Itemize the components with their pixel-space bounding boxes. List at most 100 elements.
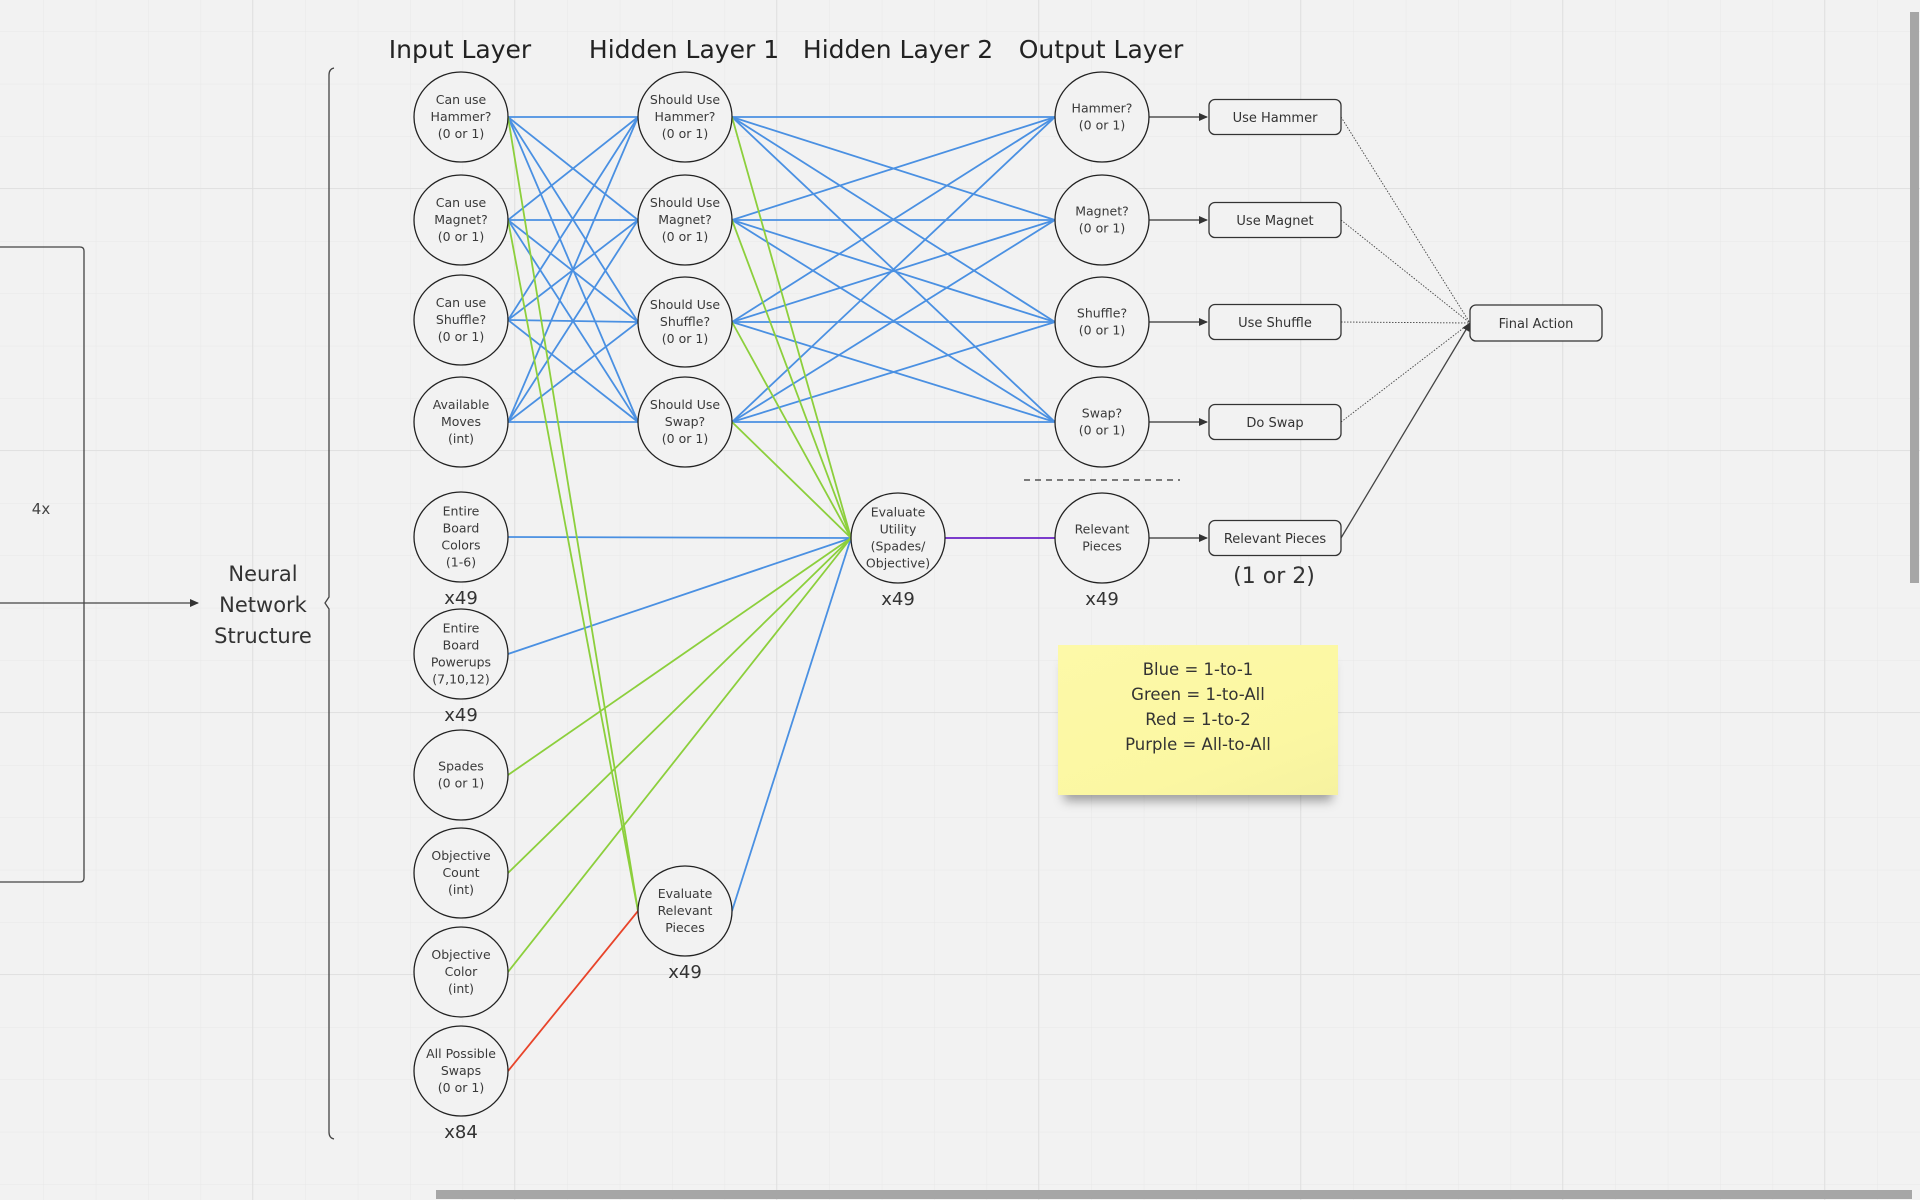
node-label-line: Objective <box>431 947 491 962</box>
edge-blue-h1_swap-to-out_magnet[interactable] <box>731 219 1056 423</box>
node-out_magnet[interactable]: Magnet?(0 or 1) <box>1054 174 1150 266</box>
edge-red-in_swaps-to-h1_relevant[interactable] <box>507 910 639 1072</box>
action-box-act_hammer[interactable]: Use Hammer <box>1208 98 1342 136</box>
action-box-label: Use Shuffle <box>1238 316 1312 331</box>
node-circle <box>413 274 509 366</box>
action-box-act_swap[interactable]: Do Swap <box>1208 403 1342 441</box>
action-box-act_shuffle[interactable]: Use Shuffle <box>1208 303 1342 341</box>
node-label-line: Board <box>443 521 480 536</box>
edge-green-in_magnet-to-h1_relevant[interactable] <box>507 219 639 912</box>
node-label-line: Powerups <box>431 655 491 670</box>
edge-green-in_objcount-to-h2_utility[interactable] <box>507 537 852 874</box>
node-label-line: (0 or 1) <box>662 331 708 346</box>
edge-green-h1_swap-to-h2_utility[interactable] <box>731 421 852 539</box>
node-circle <box>850 492 946 584</box>
node-label-line: Color <box>445 964 478 979</box>
edge-blue-in_colors-to-h2_utility[interactable] <box>507 536 852 539</box>
vertical-scrollbar[interactable] <box>1910 12 1919 583</box>
legend-line-green: Green = 1-to-All <box>1131 685 1265 704</box>
node-label-line: Hammer? <box>655 109 716 124</box>
node-label-line: Should Use <box>650 397 720 412</box>
node-count-label: x49 <box>444 705 478 726</box>
link-act_relevant-to-final-action <box>1340 322 1471 539</box>
edge-blue-in_moves-to-h1_shuffle[interactable] <box>507 321 639 423</box>
node-circle <box>637 376 733 468</box>
node-circle <box>413 608 509 700</box>
node-label-line: (Spades/ <box>871 539 927 554</box>
node-label-line: Moves <box>441 414 481 429</box>
node-label-line: (0 or 1) <box>438 126 484 141</box>
final-action-box[interactable]: Final Action <box>1469 304 1603 342</box>
action-box-frame <box>1208 98 1342 136</box>
legend-line-red: Red = 1-to-2 <box>1145 710 1251 729</box>
node-label-line: Shuffle? <box>660 314 710 329</box>
edge-green-in_spades-to-h2_utility[interactable] <box>507 537 852 776</box>
node-label-line: Can use <box>436 295 487 310</box>
edge-blue-h1_relevant-to-h2_utility[interactable] <box>731 537 852 912</box>
node-label-line: (0 or 1) <box>662 431 708 446</box>
action-box-act_relevant[interactable]: Relevant Pieces <box>1208 519 1342 557</box>
edge-green-in_objcolor-to-h2_utility[interactable] <box>507 537 852 973</box>
node-label-line: (0 or 1) <box>438 1080 484 1095</box>
node-label-line: (0 or 1) <box>1079 221 1125 236</box>
edge-blue-in_shuffle-to-h1_hammer[interactable] <box>507 116 639 321</box>
node-in_spades[interactable]: Spades(0 or 1) <box>413 729 509 821</box>
edge-blue-h1_shuffle-to-out_hammer[interactable] <box>731 116 1056 323</box>
edge-blue-h1_swap-to-out_hammer[interactable] <box>731 116 1056 423</box>
edge-blue-in_powerups-to-h2_utility[interactable] <box>507 537 852 655</box>
edge-blue-in_moves-to-h1_magnet[interactable] <box>507 219 639 423</box>
node-label-line: Can use <box>436 195 487 210</box>
node-out_swap[interactable]: Swap?(0 or 1) <box>1054 376 1150 468</box>
node-label-line: Entire <box>443 621 480 636</box>
node-label-line: (0 or 1) <box>1079 118 1125 133</box>
edge-blue-h1_magnet-to-out_hammer[interactable] <box>731 116 1056 221</box>
node-label-line: Hammer? <box>1072 101 1133 116</box>
horizontal-scrollbar[interactable] <box>436 1190 1912 1199</box>
edge-green-h1_shuffle-to-h2_utility[interactable] <box>731 321 852 539</box>
node-label-line: Count <box>442 865 479 880</box>
edge-green-h1_magnet-to-h2_utility[interactable] <box>731 219 852 539</box>
node-label-line: Can use <box>436 92 487 107</box>
action-box-act_magnet[interactable]: Use Magnet <box>1208 201 1342 239</box>
edge-blue-in_magnet-to-h1_hammer[interactable] <box>507 116 639 221</box>
link-act_magnet-to-final-action <box>1340 219 1471 324</box>
node-out_hammer[interactable]: Hammer? (0 or 1) <box>1054 71 1150 163</box>
layer-title-hidden-2: Hidden Layer 2 <box>803 35 993 64</box>
edge-blue-in_moves-to-h1_hammer[interactable] <box>507 116 639 423</box>
edge-green-h1_hammer-to-h2_utility[interactable] <box>731 116 852 539</box>
node-circle <box>637 174 733 266</box>
node-circle <box>413 491 509 583</box>
node-circle <box>413 376 509 468</box>
node-label-line: Swap? <box>1082 406 1122 421</box>
legend-sticky-note[interactable]: Blue = 1-to-1 Green = 1-to-All Red = 1-t… <box>1058 645 1338 795</box>
repeat-frame[interactable] <box>0 246 85 883</box>
node-label-line: Utility <box>880 522 917 537</box>
node-out_shuffle[interactable]: Shuffle?(0 or 1) <box>1054 276 1150 368</box>
node-count-label: x49 <box>1085 589 1119 610</box>
node-label-line: Pieces <box>665 920 705 935</box>
edge-green-in_hammer-to-h1_relevant[interactable] <box>507 116 639 912</box>
side-label-line-1: Neural <box>228 562 297 586</box>
action-box-frame <box>1208 201 1342 239</box>
edge-blue-h1_swap-to-out_shuffle[interactable] <box>731 321 1056 423</box>
